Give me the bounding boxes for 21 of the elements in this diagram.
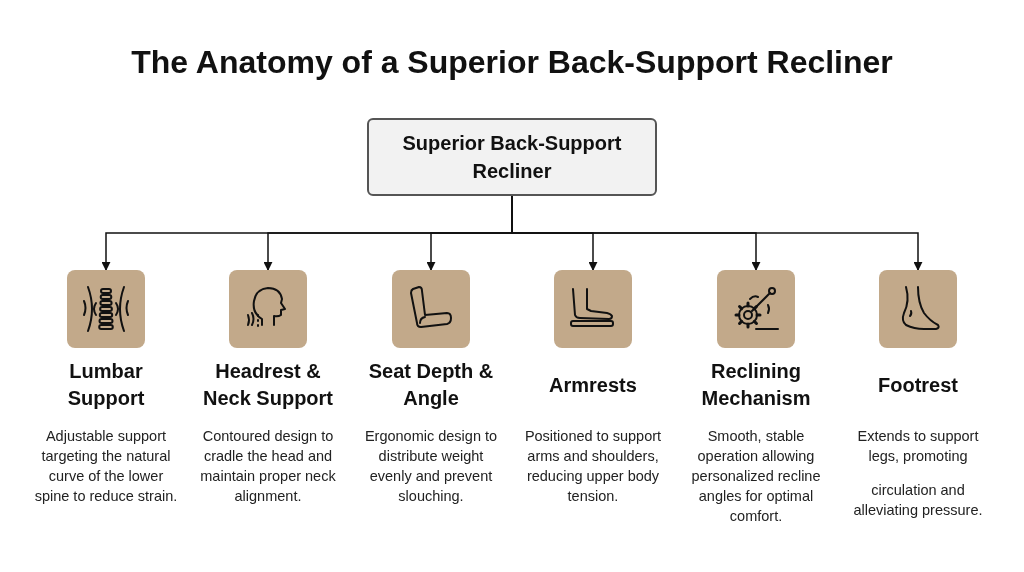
icon-tile [717,270,795,348]
feature-heading: Lumbar Support [66,359,146,411]
icon-tile [392,270,470,348]
icon-tile [554,270,632,348]
feature-description: Positioned to support arms and shoulders, reducing upper body tension. [523,427,663,506]
feature-description: Extends to support legs, promoting [856,427,980,466]
feature-description: Smooth, stable operation allowing personalized recline angles for optimal comfort. [690,427,822,526]
feature-heading: Reclining Mechanism [700,359,812,411]
feature-description: circulation and alleviating pressure. [852,481,984,520]
feature-description: Contoured design to cradle the head and maintain proper neck alignment. [199,427,337,506]
feature-description: Adjustable support targeting the natural curve of the lower spine to reduce strain. [33,427,179,506]
title: The Anatomy of a Superior Back-Support Recliner [130,43,894,82]
feature-heading: Seat Depth & Angle [367,359,495,411]
icon-tile [229,270,307,348]
icon-tile [879,270,957,348]
root-box: Superior Back-Support Recliner [367,118,657,196]
feature-heading: Headrest & Neck Support [202,359,334,411]
feature-heading: Footrest [877,372,959,398]
feature-heading: Armrests [548,372,638,398]
feature-description: Ergonomic design to distribute weight evenly and prevent slouching. [363,427,499,506]
icon-tile [67,270,145,348]
